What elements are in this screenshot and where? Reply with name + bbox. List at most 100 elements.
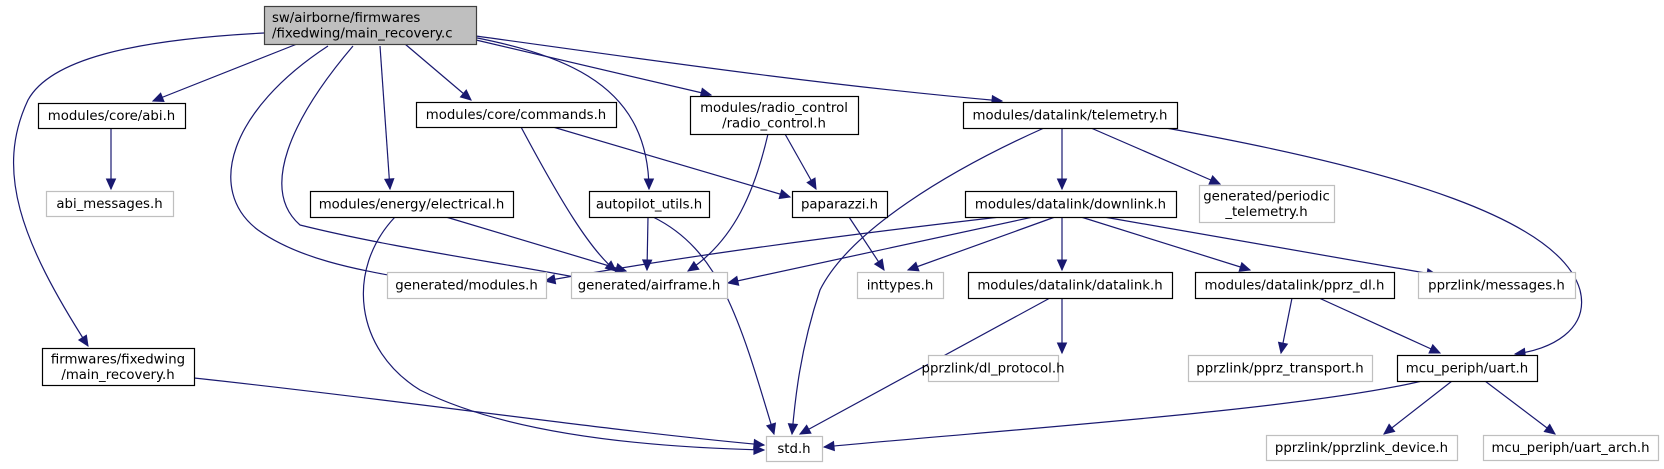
edge-line — [1165, 127, 1583, 355]
node-box — [967, 271, 1174, 300]
edge-telemetry-to-std — [787, 127, 1045, 436]
edge-line — [404, 43, 472, 101]
edge-line — [1090, 127, 1221, 185]
node-label: generated/modules.h — [395, 279, 538, 294]
node-uart[interactable]: mcu_periph/uart.h — [1396, 354, 1539, 383]
node-messages[interactable]: pprzlink/messages.h — [1417, 271, 1577, 300]
arrowhead-icon — [1428, 343, 1442, 354]
node-paparazzi[interactable]: paparazzi.h — [791, 190, 889, 219]
edge-line — [1484, 380, 1556, 435]
arrowhead-icon — [151, 92, 165, 103]
node-label: modules/datalink/downlink.h — [975, 198, 1166, 213]
node-label: modules/datalink/datalink.h — [977, 279, 1162, 294]
arrowhead-icon — [1056, 259, 1068, 272]
node-label: pprzlink/dl_protocol.h — [922, 362, 1065, 377]
edge-pprz_dl-to-uart — [1318, 297, 1442, 354]
edge-line — [475, 39, 712, 96]
edge-pprz_dl-to-pprz_transport — [1277, 297, 1293, 355]
node-pprz-dl[interactable]: modules/datalink/pprz_dl.h — [1194, 271, 1396, 300]
node-abi[interactable]: modules/core/abi.h — [37, 102, 187, 130]
arrowhead-icon — [77, 334, 89, 348]
node-label: autopilot_utils.h — [596, 198, 702, 213]
node-label: _telemetry.h — [1224, 205, 1307, 220]
edge-line — [1318, 297, 1441, 354]
arrowhead-icon — [778, 188, 792, 200]
arrowhead-icon — [384, 178, 395, 191]
edge-main_recovery_h-to-std — [193, 377, 766, 450]
edge-electrical-to-airframe — [445, 216, 628, 274]
arrowhead-icon — [1543, 423, 1556, 435]
edge-radio_control-to-airframe — [686, 133, 769, 272]
edge-datalink-to-std — [798, 297, 1051, 435]
edge-line — [1103, 216, 1438, 276]
node-pprz-transport[interactable]: pprzlink/pprz_transport.h — [1187, 354, 1374, 383]
arrowhead-icon — [1208, 174, 1222, 185]
arrowhead-icon — [765, 422, 777, 436]
arrowhead-icon — [798, 424, 812, 435]
node-label: firmwares/fixedwing — [51, 352, 185, 367]
node-box — [1187, 354, 1374, 383]
node-radio-control[interactable]: modules/radio_control/radio_control.h — [689, 95, 860, 136]
node-box — [689, 95, 860, 136]
edge-radio_control-to-paparazzi — [784, 133, 817, 191]
edge-line — [823, 380, 1423, 448]
node-periodic-telemetry[interactable]: generated/periodic_telemetry.h — [1198, 184, 1336, 224]
node-electrical[interactable]: modules/energy/electrical.h — [309, 190, 515, 219]
arrowhead-icon — [1056, 342, 1068, 355]
edge-root-to-airframe — [281, 45, 607, 286]
edge-line — [791, 127, 1045, 435]
edge-root-to-telemetry — [475, 35, 1004, 106]
node-box — [1396, 354, 1539, 383]
node-label: modules/core/commands.h — [426, 108, 606, 123]
node-box — [41, 347, 196, 387]
edge-line — [1383, 380, 1453, 435]
node-root[interactable]: sw/airborne/firmwares/fixedwing/main_rec… — [263, 5, 478, 46]
edge-line — [475, 35, 1003, 102]
node-inttypes[interactable]: inttypes.h — [856, 271, 945, 300]
edge-line — [687, 133, 769, 272]
edge-telemetry-to-periodic_telemetry — [1090, 127, 1222, 185]
node-box — [856, 271, 945, 300]
arrowhead-icon — [806, 177, 817, 191]
edge-datalink-to-dl_protocol — [1056, 298, 1068, 355]
node-box — [1194, 271, 1396, 300]
node-label: modules/datalink/telemetry.h — [973, 109, 1168, 124]
node-telemetry[interactable]: modules/datalink/telemetry.h — [962, 101, 1179, 130]
edge-line — [799, 297, 1051, 435]
nodes-layer: sw/airborne/firmwares/fixedwing/main_rec… — [37, 5, 1660, 463]
node-dl-protocol[interactable]: pprzlink/dl_protocol.h — [922, 354, 1065, 383]
node-label: /fixedwing/main_recovery.c — [272, 26, 453, 41]
node-label: inttypes.h — [867, 279, 934, 294]
node-label: abi_messages.h — [56, 197, 162, 212]
edge-line — [727, 216, 1034, 284]
node-label: generated/airframe.h — [578, 279, 721, 294]
edge-line — [907, 216, 1056, 271]
edge-commands-to-paparazzi — [552, 126, 792, 200]
node-downlink[interactable]: modules/datalink/downlink.h — [964, 190, 1178, 219]
node-uart-arch[interactable]: mcu_periph/uart_arch.h — [1482, 434, 1660, 462]
arrowhead-icon — [105, 178, 117, 191]
node-label: modules/datalink/pprz_dl.h — [1205, 279, 1385, 294]
edge-line — [431, 29, 650, 190]
arrowhead-icon — [873, 258, 885, 272]
edge-line — [544, 216, 1001, 282]
node-box — [962, 101, 1179, 130]
node-airframe[interactable]: generated/airframe.h — [570, 271, 729, 300]
edge-line — [152, 43, 298, 102]
node-box — [37, 102, 187, 130]
edge-line — [12, 32, 265, 347]
node-datalink[interactable]: modules/datalink/datalink.h — [967, 271, 1174, 300]
node-std[interactable]: std.h — [765, 435, 824, 463]
edge-downlink-to-pprz_dl — [1080, 216, 1252, 272]
edge-downlink-to-messages — [1103, 216, 1439, 279]
node-pprzlink-device[interactable]: pprzlink/pprzlink_device.h — [1265, 434, 1459, 462]
node-commands[interactable]: modules/core/commands.h — [415, 101, 618, 129]
node-box — [1265, 434, 1459, 462]
node-autopilot-utils[interactable]: autopilot_utils.h — [588, 190, 711, 219]
node-main-recovery-h[interactable]: firmwares/fixedwing/main_recovery.h — [41, 347, 196, 387]
node-box — [415, 101, 618, 129]
node-box — [765, 435, 824, 463]
node-gen-modules[interactable]: generated/modules.h — [386, 271, 548, 300]
node-abi-messages[interactable]: abi_messages.h — [45, 190, 175, 218]
